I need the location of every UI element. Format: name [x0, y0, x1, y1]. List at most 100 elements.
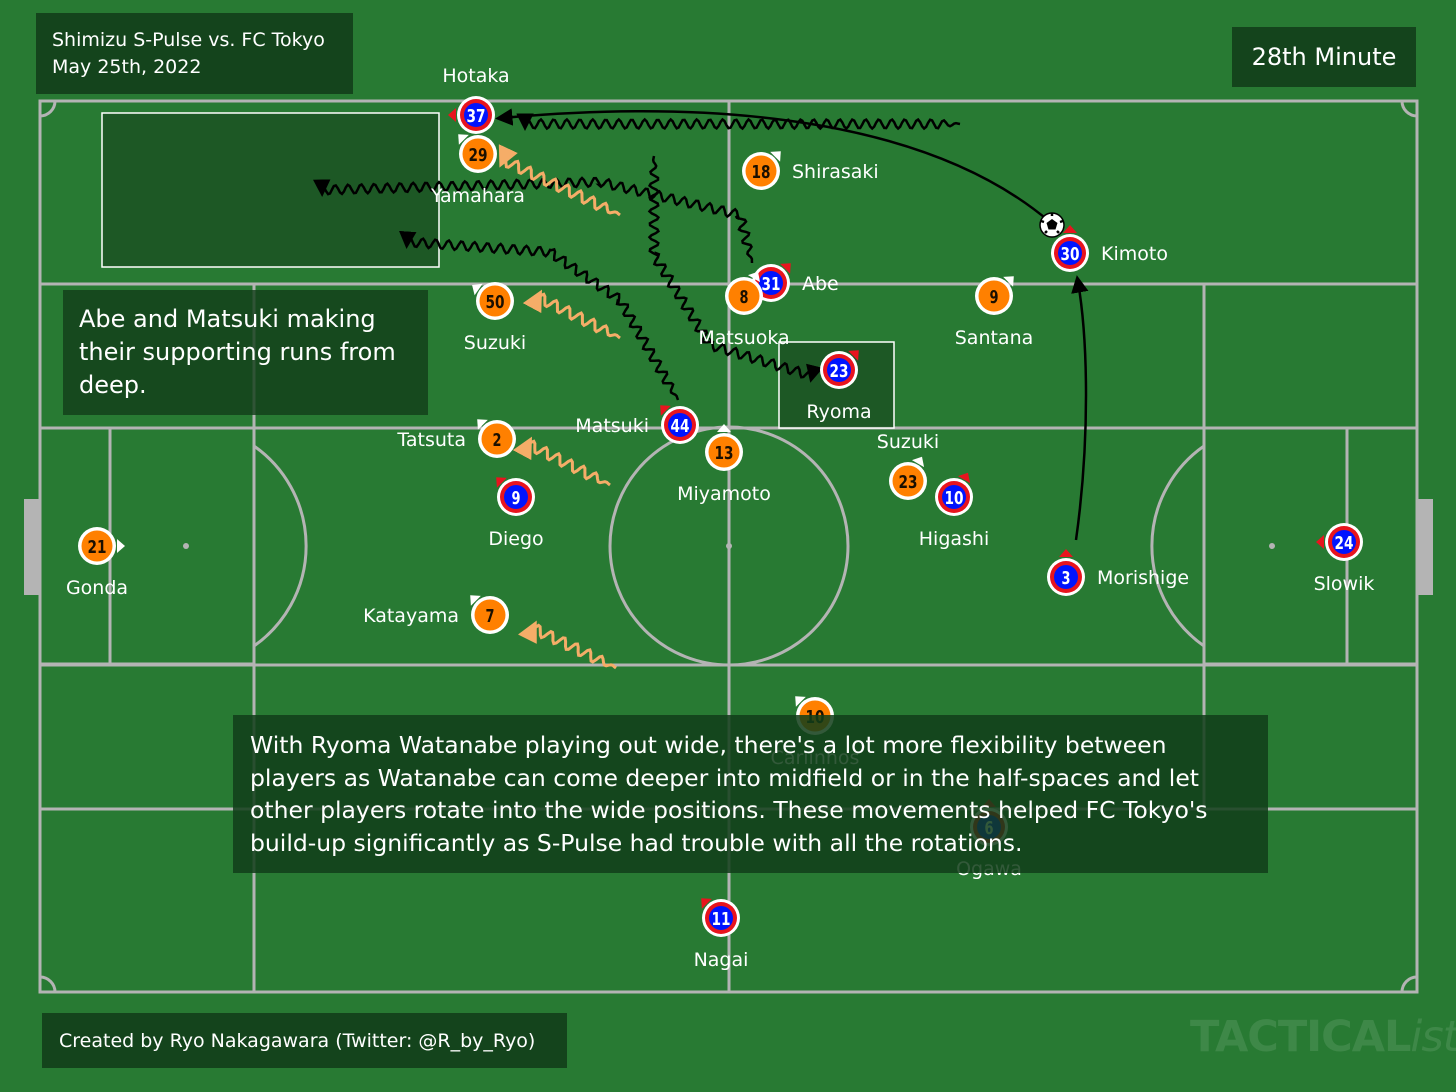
watermark-suffix: ista: [1410, 1012, 1456, 1062]
facing-arrow-icon: [717, 424, 731, 432]
player-number: 13: [715, 443, 734, 464]
soccer-ball-icon: [1039, 212, 1065, 238]
right-goal: [1417, 499, 1433, 595]
player-name: Gonda: [66, 577, 128, 599]
player-number: 18: [752, 162, 771, 183]
minute-box: 28th Minute: [1232, 27, 1416, 87]
player-shirasaki: 18 Shirasaki: [742, 151, 879, 190]
player-number: 8: [740, 287, 749, 308]
watermark-logo: TACTICALista: [1190, 1012, 1456, 1062]
penalty-spot: [183, 543, 189, 549]
penalty-spot: [1269, 543, 1275, 549]
press-arrow-suzuki: [522, 289, 621, 340]
player-marker-fill: [708, 436, 740, 468]
left-penalty-arc: [253, 444, 308, 648]
supporting-runs-text: Abe and Matsuki making their supporting …: [79, 305, 396, 399]
right-penalty-arc: [1150, 444, 1205, 648]
player-number: 3: [1062, 568, 1071, 589]
player-marker-fill: [745, 155, 777, 187]
player-name: Santana: [955, 327, 1034, 349]
player-number: 21: [88, 537, 107, 558]
player-number: 44: [671, 416, 690, 437]
corner-arc: [1400, 100, 1418, 118]
player-number: 2: [493, 430, 502, 451]
player-marker-fill: [892, 465, 924, 497]
player-marker-fill: [479, 285, 511, 317]
player-number: 50: [486, 292, 505, 313]
credit-text: Created by Ryo Nakagawara (Twitter: @R_b…: [59, 1029, 536, 1052]
facing-arrow-icon: [458, 134, 469, 145]
player-marker-fill: [464, 103, 488, 127]
press-arrow-tatsuta: [512, 436, 611, 487]
facing-arrow-icon: [1059, 549, 1073, 557]
player-name: Yamahara: [430, 185, 525, 207]
player-name: Nagai: [694, 949, 749, 971]
run-arrow-hotaka: [516, 113, 961, 131]
facing-arrow-icon: [747, 271, 761, 283]
press-arrow-katayama: [517, 620, 617, 670]
player-name: Diego: [488, 528, 543, 550]
movement-arrows: [313, 108, 1089, 670]
target-zone-highlight: [101, 112, 440, 268]
run-arrow-abe: [313, 176, 754, 264]
player-name: Matsuoka: [698, 327, 789, 349]
player-name: Miyamoto: [677, 483, 771, 505]
player-number: 37: [467, 106, 486, 127]
player-name: Ryoma: [806, 401, 871, 423]
player-name: Kimoto: [1101, 243, 1168, 265]
match-date: May 25th, 2022: [52, 56, 202, 78]
player-marker-fill: [462, 138, 494, 170]
player-number: 31: [762, 274, 781, 295]
left-goal: [24, 499, 40, 595]
player-marker-fill: [759, 271, 783, 295]
watermark-main: TACTICAL: [1190, 1012, 1411, 1062]
player-marker-fill: [474, 599, 506, 631]
match-info-box: Shimizu S-Pulse vs. FC Tokyo May 25th, 2…: [36, 13, 353, 94]
facing-arrow-icon: [848, 350, 859, 361]
player-number: 23: [830, 361, 849, 382]
facing-arrow-icon: [957, 472, 971, 484]
player-name: Matsuki: [575, 415, 649, 437]
player-name: Tatsuta: [396, 429, 466, 451]
facing-arrow-icon: [1063, 225, 1077, 233]
facing-arrow-icon: [448, 108, 456, 122]
player-number: 29: [469, 145, 488, 166]
player-matsuki: 44 Matsuki: [575, 405, 699, 444]
player-tatsuta: 2 Tatsuta: [396, 419, 516, 458]
player-name: Hotaka: [442, 65, 509, 87]
player-name: Shirasaki: [792, 161, 879, 183]
run-arrow-ryoma: [647, 155, 824, 383]
player-marker-fill: [1054, 565, 1078, 589]
corner-arc: [1400, 975, 1418, 993]
run-arrow-matsuki: [399, 230, 680, 401]
player-marker-fill: [481, 423, 513, 455]
corner-arc: [39, 975, 57, 993]
corner-arc: [39, 100, 57, 118]
credit-box: Created by Ryo Nakagawara (Twitter: @R_b…: [42, 1013, 567, 1068]
facing-arrow-icon: [780, 263, 791, 274]
player-marker-fill: [504, 485, 528, 509]
analysis-caption-text: With Ryoma Watanabe playing out wide, th…: [250, 731, 1208, 857]
facing-arrow-icon: [795, 696, 806, 707]
player-name: Katayama: [363, 605, 459, 627]
player-number: 11: [712, 909, 731, 930]
player-marker-fill: [827, 358, 851, 382]
run-arrow-morishige: [1071, 275, 1089, 541]
player-marker-fill: [1058, 241, 1082, 265]
player-marker-fill: [978, 280, 1010, 312]
right-penalty-area: [1202, 426, 1419, 666]
facing-arrow-icon: [470, 595, 481, 606]
